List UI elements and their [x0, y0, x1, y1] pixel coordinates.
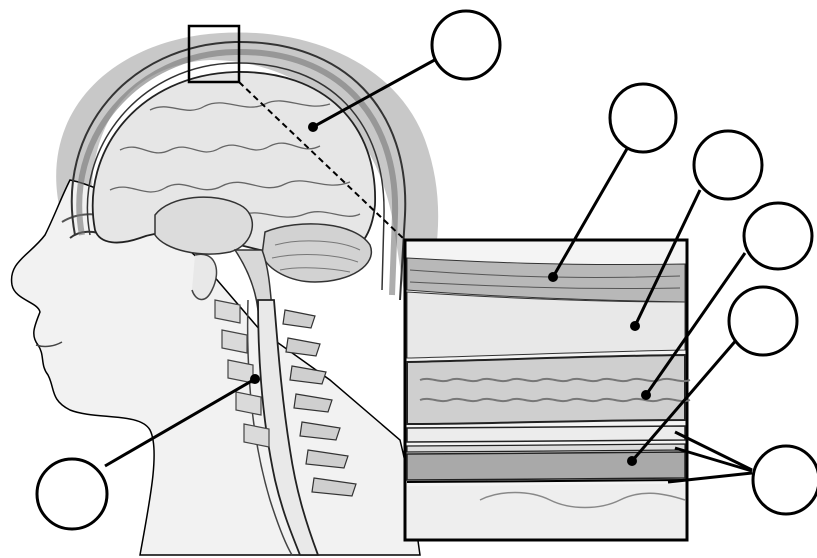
leader-dot	[548, 272, 558, 282]
callout-circle	[37, 459, 107, 529]
leader-dot	[250, 374, 260, 384]
callout-circle	[753, 446, 817, 514]
leader-dot	[641, 390, 651, 400]
leader-dot	[308, 122, 318, 132]
dura-mater-layer	[407, 426, 685, 442]
callout-circle	[694, 131, 762, 199]
brain-surface	[407, 484, 685, 538]
skull-bone-layer	[407, 355, 685, 424]
callout-circle	[432, 11, 500, 79]
callout-circle	[744, 203, 812, 269]
leader-dot	[627, 456, 637, 466]
cerebellum	[262, 224, 371, 282]
connective-layer	[407, 292, 685, 358]
meninges-inset-illustration	[405, 240, 690, 540]
temporal-lobe	[155, 197, 252, 254]
callout-circle	[729, 287, 797, 355]
subarachnoid-space	[407, 452, 685, 480]
leader-dot	[630, 321, 640, 331]
callout-circle	[610, 84, 676, 152]
